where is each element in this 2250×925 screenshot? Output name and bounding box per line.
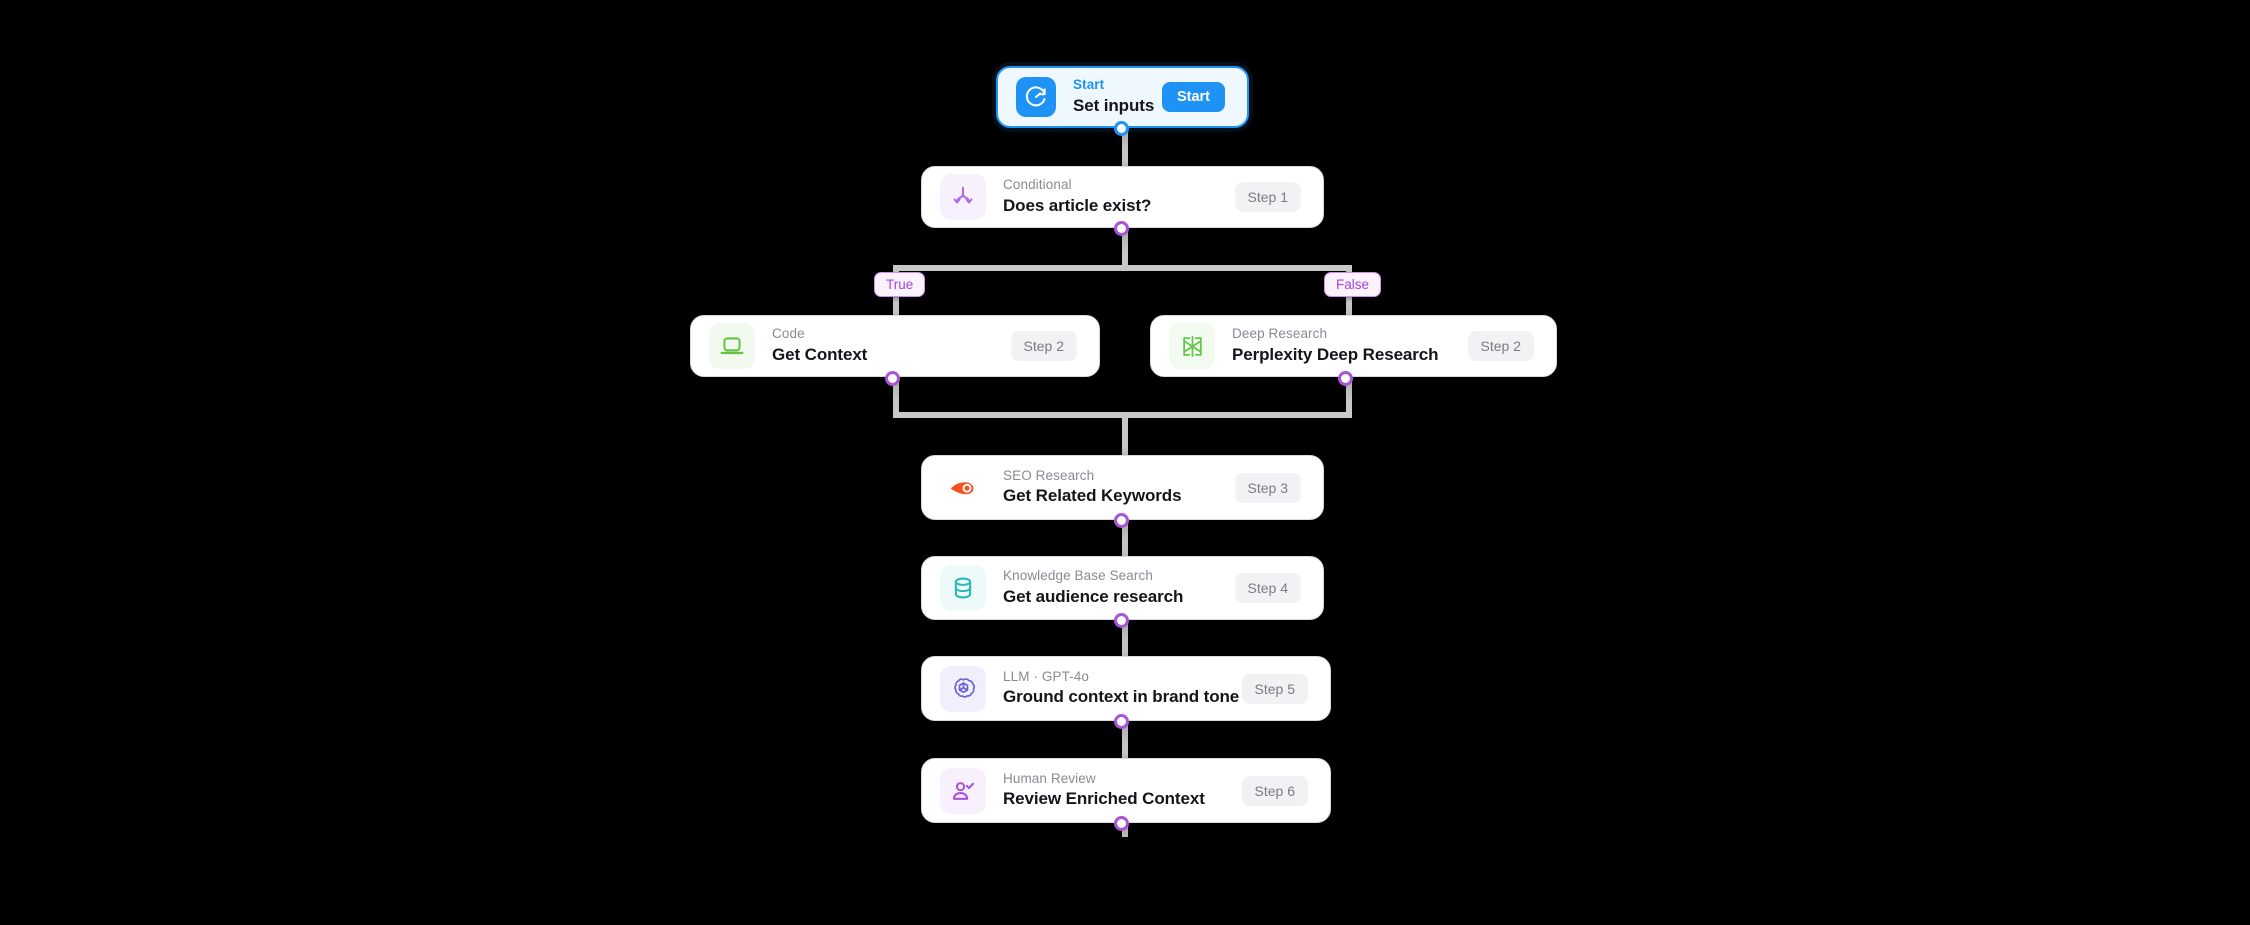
laptop-icon — [709, 323, 755, 369]
node-seo-research-subtitle: SEO Research — [1003, 467, 1095, 483]
node-llm[interactable]: LLM · GPT-4o Ground context in brand ton… — [921, 656, 1331, 721]
edge-branch-bus — [893, 265, 1352, 271]
edge-conditional-down — [1122, 228, 1128, 265]
node-knowledge-base-subtitle: Knowledge Base Search — [1003, 568, 1153, 584]
node-knowledge-base-text: Knowledge Base Search Get audience resea… — [1003, 567, 1235, 608]
node-human-review[interactable]: Human Review Review Enriched Context Ste… — [921, 758, 1331, 823]
node-code[interactable]: Code Get Context Step 2 — [690, 315, 1100, 377]
clock-arrow-icon — [1016, 77, 1056, 117]
semrush-comet-icon — [940, 465, 986, 511]
node-deep-research-step-badge: Step 2 — [1467, 331, 1534, 361]
port-human-review-output[interactable] — [1114, 816, 1129, 831]
node-conditional-subtitle: Conditional — [1003, 177, 1072, 193]
database-icon — [940, 565, 986, 611]
node-seo-research-title: Get Related Keywords — [1003, 486, 1182, 506]
branch-split-icon — [940, 174, 986, 220]
node-conditional[interactable]: Conditional Does article exist? Step 1 — [921, 166, 1324, 228]
edge-llm-to-review — [1122, 721, 1128, 758]
edge-research-down — [1346, 378, 1352, 412]
port-seo-research-output[interactable] — [1114, 513, 1129, 528]
node-llm-step-badge: Step 5 — [1241, 673, 1308, 704]
node-human-review-subtitle: Human Review — [1003, 770, 1096, 786]
node-conditional-text: Conditional Does article exist? — [1003, 176, 1235, 217]
node-llm-text: LLM · GPT-4o Ground context in brand ton… — [1003, 668, 1242, 709]
user-check-icon — [940, 767, 986, 814]
edge-merge-to-seo — [1122, 412, 1128, 455]
node-seo-research-step-badge: Step 3 — [1234, 472, 1301, 503]
node-llm-title: Ground context in brand tone — [1003, 687, 1240, 707]
node-human-review-title: Review Enriched Context — [1003, 789, 1205, 809]
port-llm-output[interactable] — [1114, 714, 1129, 729]
node-deep-research-subtitle: Deep Research — [1232, 326, 1328, 342]
edge-seo-to-kb — [1122, 520, 1128, 556]
start-run-button[interactable]: Start — [1161, 82, 1225, 112]
node-conditional-title: Does article exist? — [1003, 195, 1152, 215]
branch-label-true[interactable]: True — [874, 272, 926, 297]
node-start-subtitle: Start — [1073, 77, 1105, 93]
node-knowledge-base[interactable]: Knowledge Base Search Get audience resea… — [921, 556, 1324, 620]
edge-start-to-conditional — [1122, 127, 1128, 166]
node-llm-subtitle: LLM · GPT-4o — [1003, 668, 1089, 684]
node-code-subtitle: Code — [772, 326, 805, 342]
openai-icon — [940, 665, 986, 712]
node-start-text: Start Set inputs — [1073, 76, 1162, 117]
node-knowledge-base-step-badge: Step 4 — [1234, 573, 1301, 603]
perplexity-icon — [1169, 323, 1215, 369]
node-conditional-step-badge: Step 1 — [1234, 182, 1301, 212]
port-conditional-output[interactable] — [1114, 221, 1129, 236]
node-start-title: Set inputs — [1073, 95, 1155, 115]
node-deep-research[interactable]: Deep Research Perplexity Deep Research S… — [1150, 315, 1557, 377]
node-knowledge-base-title: Get audience research — [1003, 586, 1184, 606]
node-deep-research-text: Deep Research Perplexity Deep Research — [1232, 325, 1468, 366]
node-human-review-text: Human Review Review Enriched Context — [1003, 770, 1242, 811]
node-code-text: Code Get Context — [772, 325, 1011, 366]
node-code-step-badge: Step 2 — [1010, 331, 1077, 361]
port-knowledge-base-output[interactable] — [1114, 613, 1129, 628]
port-code-output[interactable] — [885, 371, 900, 386]
edge-code-down — [893, 378, 899, 412]
node-deep-research-title: Perplexity Deep Research — [1232, 344, 1439, 364]
edge-kb-to-llm — [1122, 620, 1128, 656]
branch-label-false[interactable]: False — [1324, 272, 1382, 297]
port-start-output[interactable] — [1114, 121, 1129, 136]
node-seo-research[interactable]: SEO Research Get Related Keywords Step 3 — [921, 455, 1324, 520]
node-human-review-step-badge: Step 6 — [1241, 775, 1308, 806]
node-seo-research-text: SEO Research Get Related Keywords — [1003, 467, 1235, 508]
node-start[interactable]: Start Set inputs Start — [996, 66, 1249, 128]
node-code-title: Get Context — [772, 344, 868, 364]
port-deep-research-output[interactable] — [1338, 371, 1353, 386]
